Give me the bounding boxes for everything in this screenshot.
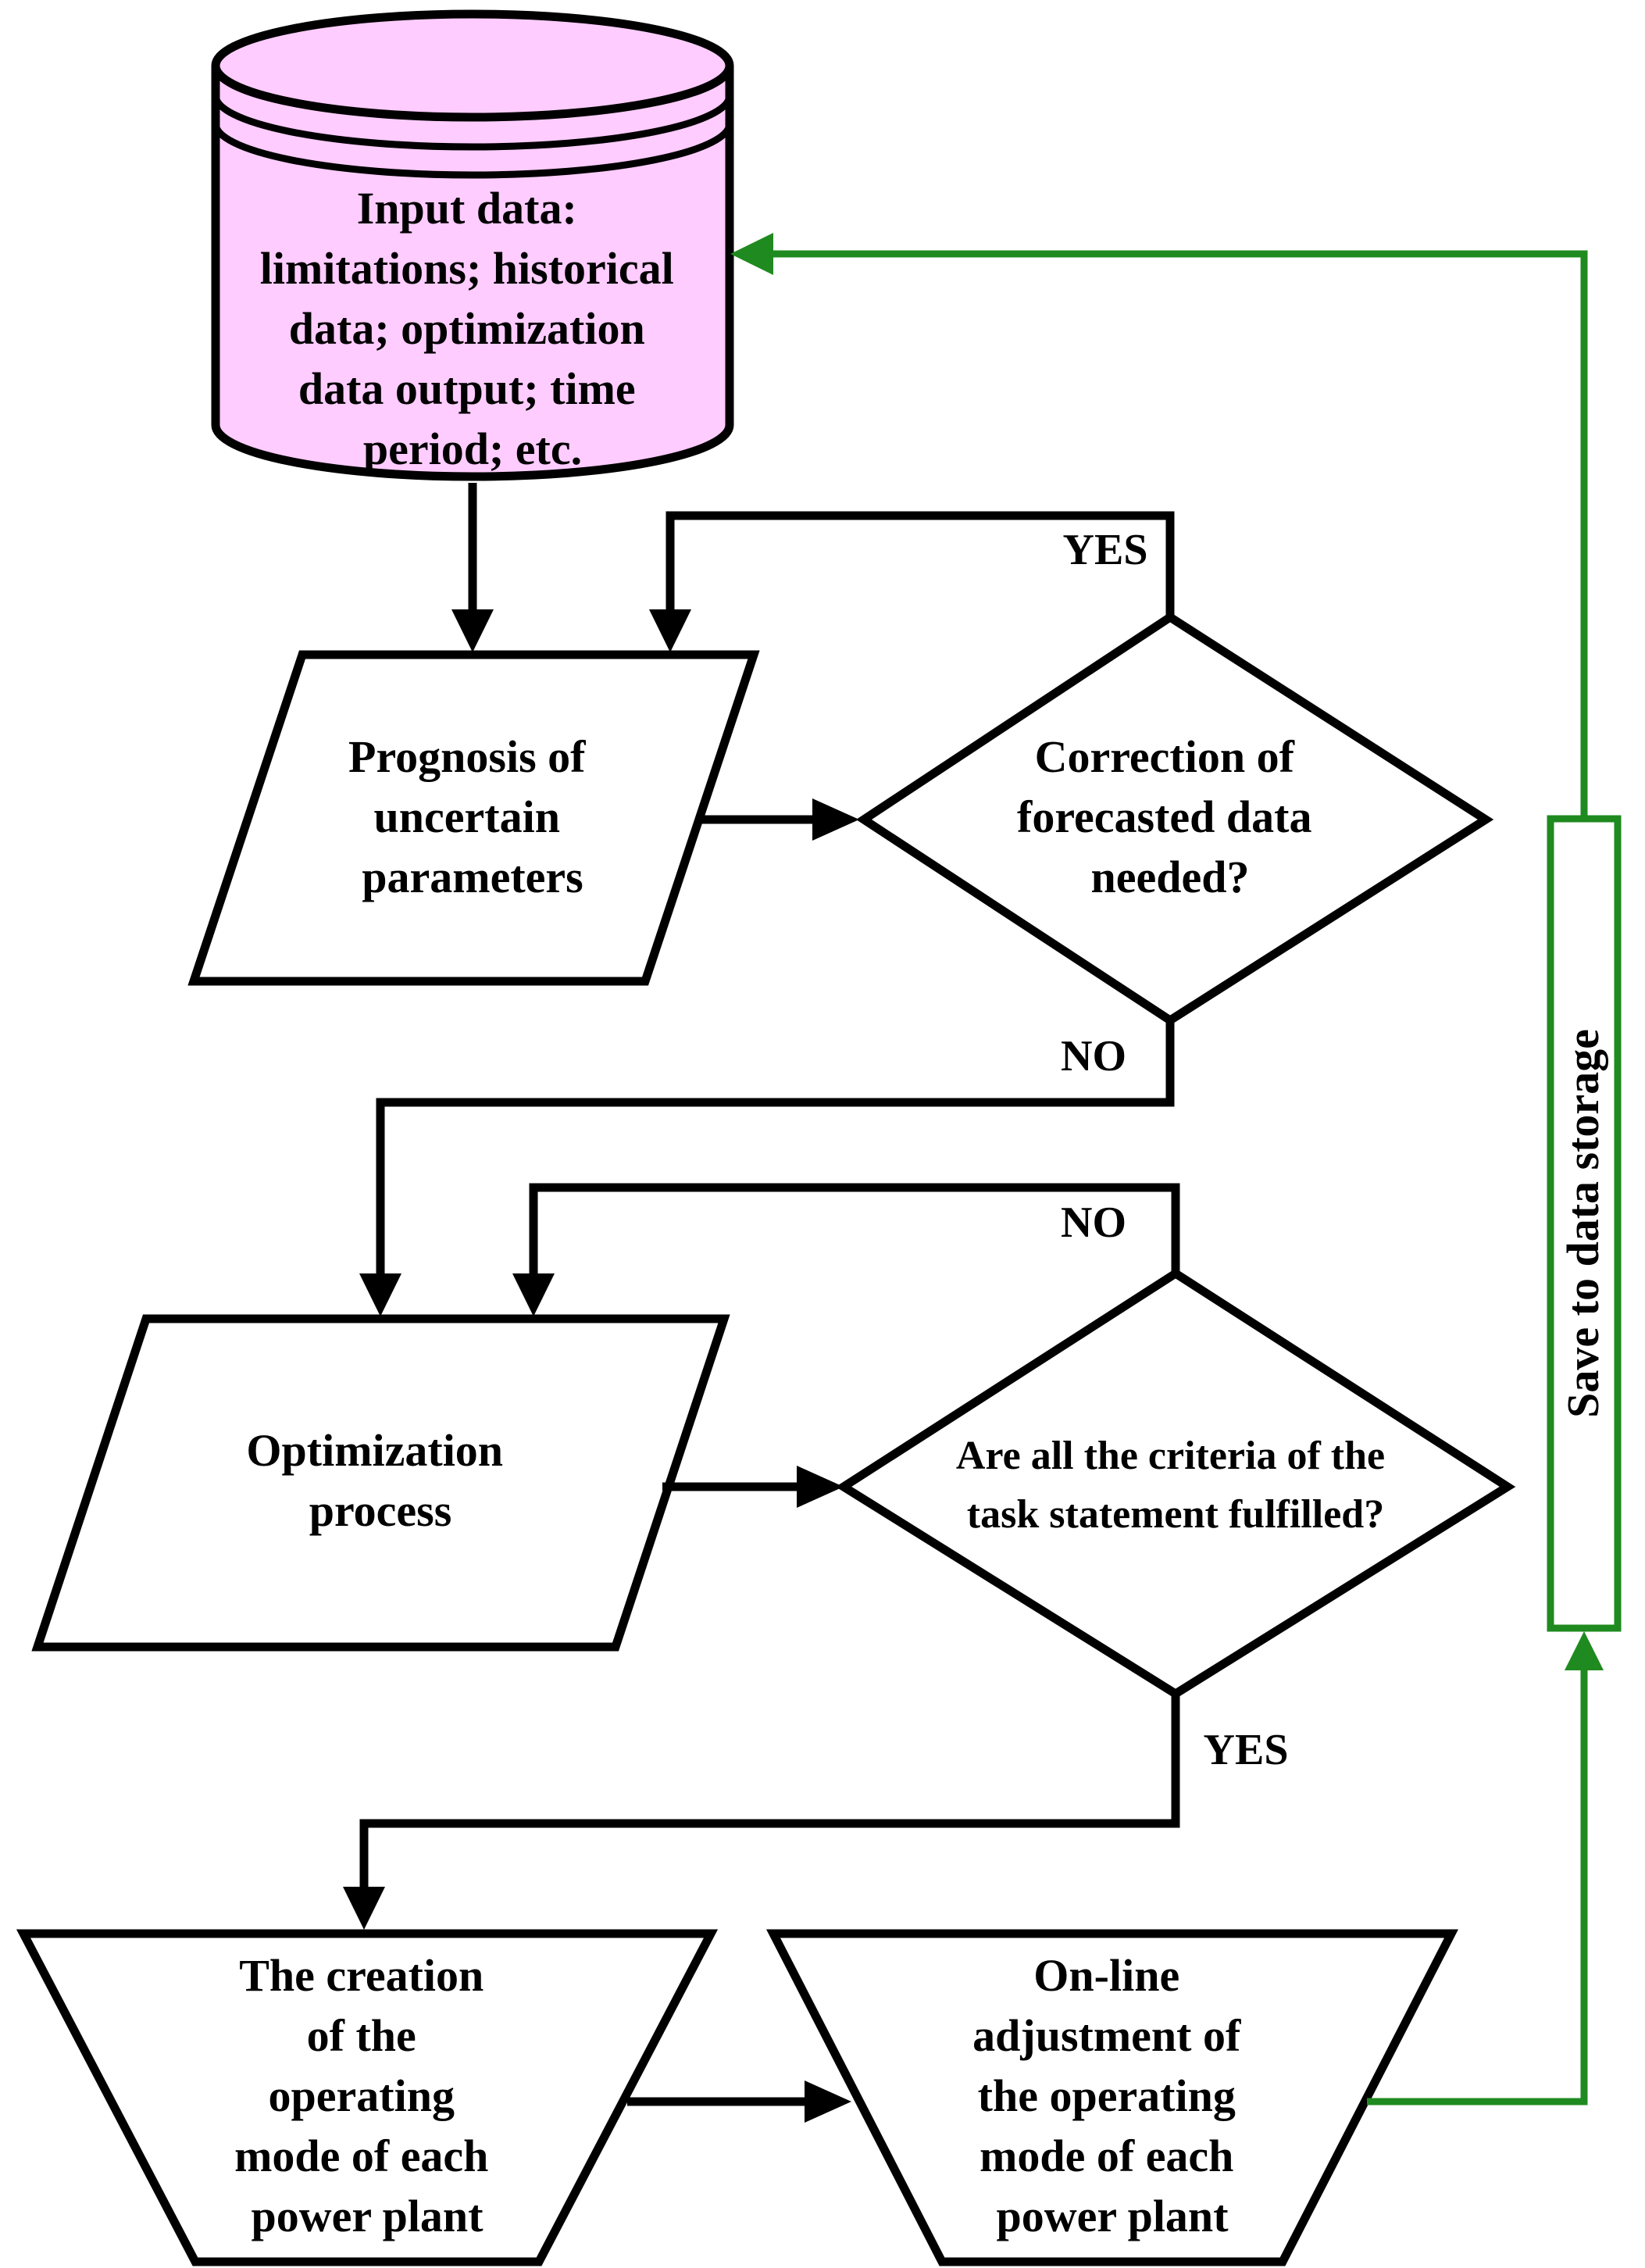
arrow-optimization-to-criteria <box>662 1466 844 1508</box>
creation-line: operating <box>269 2070 455 2121</box>
online-line: adjustment of <box>972 2010 1241 2061</box>
creation-mode-label: The creation of the operating mode of ea… <box>234 1950 500 2241</box>
correction-line: needed? <box>1091 852 1250 902</box>
optimization-label: Optimization process <box>246 1425 514 1536</box>
input-data-line: Input data: <box>357 183 577 234</box>
arrow-creation-to-online <box>627 2080 851 2123</box>
correction-decision-node: Correction of forecasted data needed? <box>855 612 1494 1026</box>
feedback-storage-to-database <box>730 233 1588 819</box>
online-line: the operating <box>978 2070 1236 2121</box>
prognosis-label: Prognosis of uncertain parameters <box>348 731 597 902</box>
correction-yes-label: YES <box>1063 526 1148 574</box>
correction-no-label: NO <box>1061 1032 1126 1080</box>
arrow-correction-no: NO <box>359 1020 1175 1316</box>
criteria-line: task statement fulfilled? <box>967 1492 1384 1537</box>
online-line: power plant <box>996 2191 1229 2241</box>
arrow-correction-yes-loop: YES <box>649 511 1175 652</box>
criteria-decision-node: Are all the criteria of the task stateme… <box>835 1268 1516 1699</box>
arrow-criteria-yes: YES <box>343 1694 1288 1930</box>
input-data-line: data output; time <box>298 363 636 414</box>
criteria-line: Are all the criteria of the <box>956 1434 1385 1478</box>
online-adjustment-shape <box>765 1929 1459 2266</box>
correction-line: Correction of <box>1035 731 1295 782</box>
prognosis-node: Prognosis of uncertain parameters <box>187 650 760 986</box>
online-adjustment-label: On-line adjustment of the operating mode… <box>972 1950 1252 2241</box>
optimization-shape <box>31 1314 730 1652</box>
save-storage-label: Save to data storage <box>1558 1029 1608 1418</box>
input-data-database: Input data: limitations; historical data… <box>211 9 734 481</box>
criteria-decision-label: Are all the criteria of the task stateme… <box>956 1434 1395 1537</box>
arrow-criteria-no-loop: NO <box>512 1183 1180 1316</box>
creation-line: power plant <box>251 2191 484 2241</box>
creation-mode-node: The creation of the operating mode of ea… <box>16 1929 719 2266</box>
save-storage-box <box>1547 815 1622 1632</box>
creation-line: of the <box>307 2010 416 2061</box>
correction-line: forecasted data <box>1017 791 1311 842</box>
arrow-database-to-prognosis <box>451 483 494 652</box>
arrow-prognosis-to-correction <box>700 798 859 841</box>
database-top <box>211 9 734 122</box>
save-storage-node: Save to data storage <box>1547 815 1622 1632</box>
feedback-online-to-storage <box>1367 1631 1604 2105</box>
database-ring-1 <box>212 95 733 151</box>
database-ring-2 <box>212 123 733 179</box>
online-adjustment-node: On-line adjustment of the operating mode… <box>765 1929 1459 2266</box>
prognosis-line: Prognosis of <box>348 731 586 782</box>
creation-line: mode of each <box>234 2130 488 2181</box>
prognosis-line: uncertain <box>374 791 560 842</box>
optimization-line: Optimization <box>246 1425 503 1476</box>
input-data-label: Input data: limitations; historical data… <box>260 183 686 474</box>
optimization-line: process <box>309 1485 452 1536</box>
input-data-line: data; optimization <box>289 303 645 354</box>
creation-line: The creation <box>239 1950 484 2001</box>
online-line: On-line <box>1033 1950 1179 2001</box>
input-data-line: period; etc. <box>363 423 582 474</box>
prognosis-shape <box>187 650 760 986</box>
optimization-node: Optimization process <box>31 1314 730 1652</box>
input-data-line: limitations; historical <box>260 243 674 294</box>
criteria-no-label: NO <box>1061 1198 1126 1247</box>
online-line: mode of each <box>980 2130 1233 2181</box>
criteria-decision-shape <box>835 1268 1516 1699</box>
correction-decision-label: Correction of forecasted data needed? <box>1017 731 1323 902</box>
prognosis-line: parameters <box>362 852 583 902</box>
criteria-yes-label: YES <box>1204 1726 1289 1774</box>
creation-mode-shape <box>16 1929 719 2266</box>
